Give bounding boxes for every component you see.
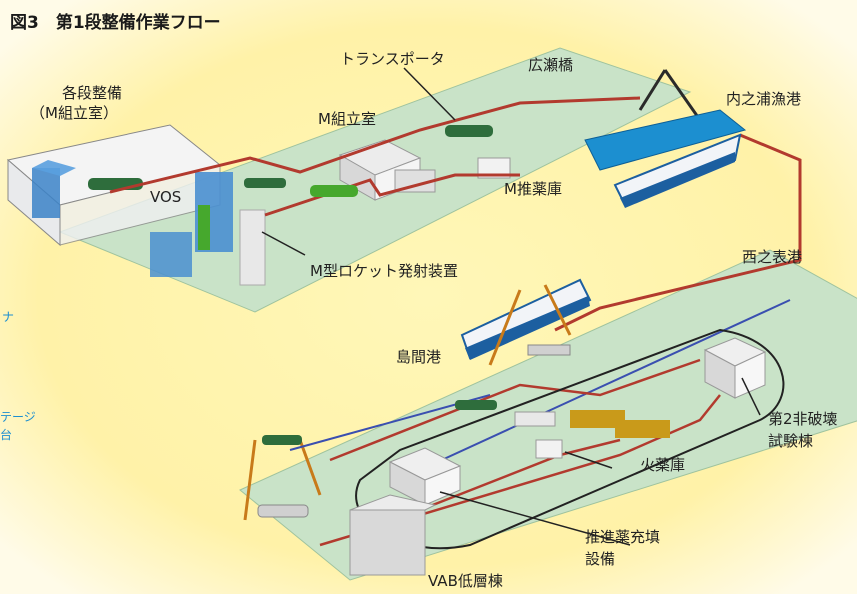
page-title: 図3 第1段整備作業フロー (10, 13, 221, 33)
vos-tower (150, 172, 266, 286)
label-hihakai-2: 試験棟 (768, 432, 814, 450)
cranes-lower (243, 284, 572, 521)
m-propellant-storage (477, 157, 511, 179)
edge-text-1: ナ (2, 310, 15, 324)
label-kakudan: 各段整備 (62, 84, 123, 102)
label-transporter: トランスポータ (340, 50, 445, 68)
label-shimama: 島間港 (396, 348, 442, 366)
crane-uchinoura (638, 69, 702, 121)
explosives-storage (535, 439, 563, 459)
label-kayakuko: 火薬庫 (640, 456, 686, 474)
label-vab: VAB低層棟 (428, 572, 503, 590)
label-hihakai-1: 第2非破壊 (768, 410, 838, 428)
transporter-rockets-upper (244, 125, 493, 197)
edge-text-3: 台 (0, 428, 13, 442)
vab-building (349, 494, 437, 576)
label-launcher: M型ロケット発射装置 (310, 262, 458, 280)
trucks-lower (257, 344, 670, 518)
label-uchinoura: 内之浦漁港 (726, 90, 802, 108)
label-m-kumitate-room: （M組立室） (30, 104, 118, 122)
hihakai-building (703, 337, 767, 399)
label-m-kumitate: M組立室 (318, 110, 376, 128)
label-m-suiyakuko: M推薬庫 (504, 180, 562, 198)
label-suishin-1: 推進薬充填 (585, 528, 661, 546)
kakudan-building (6, 124, 222, 247)
edge-text-2: テージ (0, 410, 36, 424)
label-vos: VOS (150, 188, 182, 206)
label-nishinoomote: 西之表港 (742, 248, 803, 266)
label-suishin-2: 設備 (585, 550, 616, 568)
label-hirosebashi: 広瀬橋 (528, 56, 574, 74)
ship-uchinoura (584, 109, 747, 208)
propellant-filling-building (388, 447, 462, 506)
leader-lines (261, 67, 761, 546)
